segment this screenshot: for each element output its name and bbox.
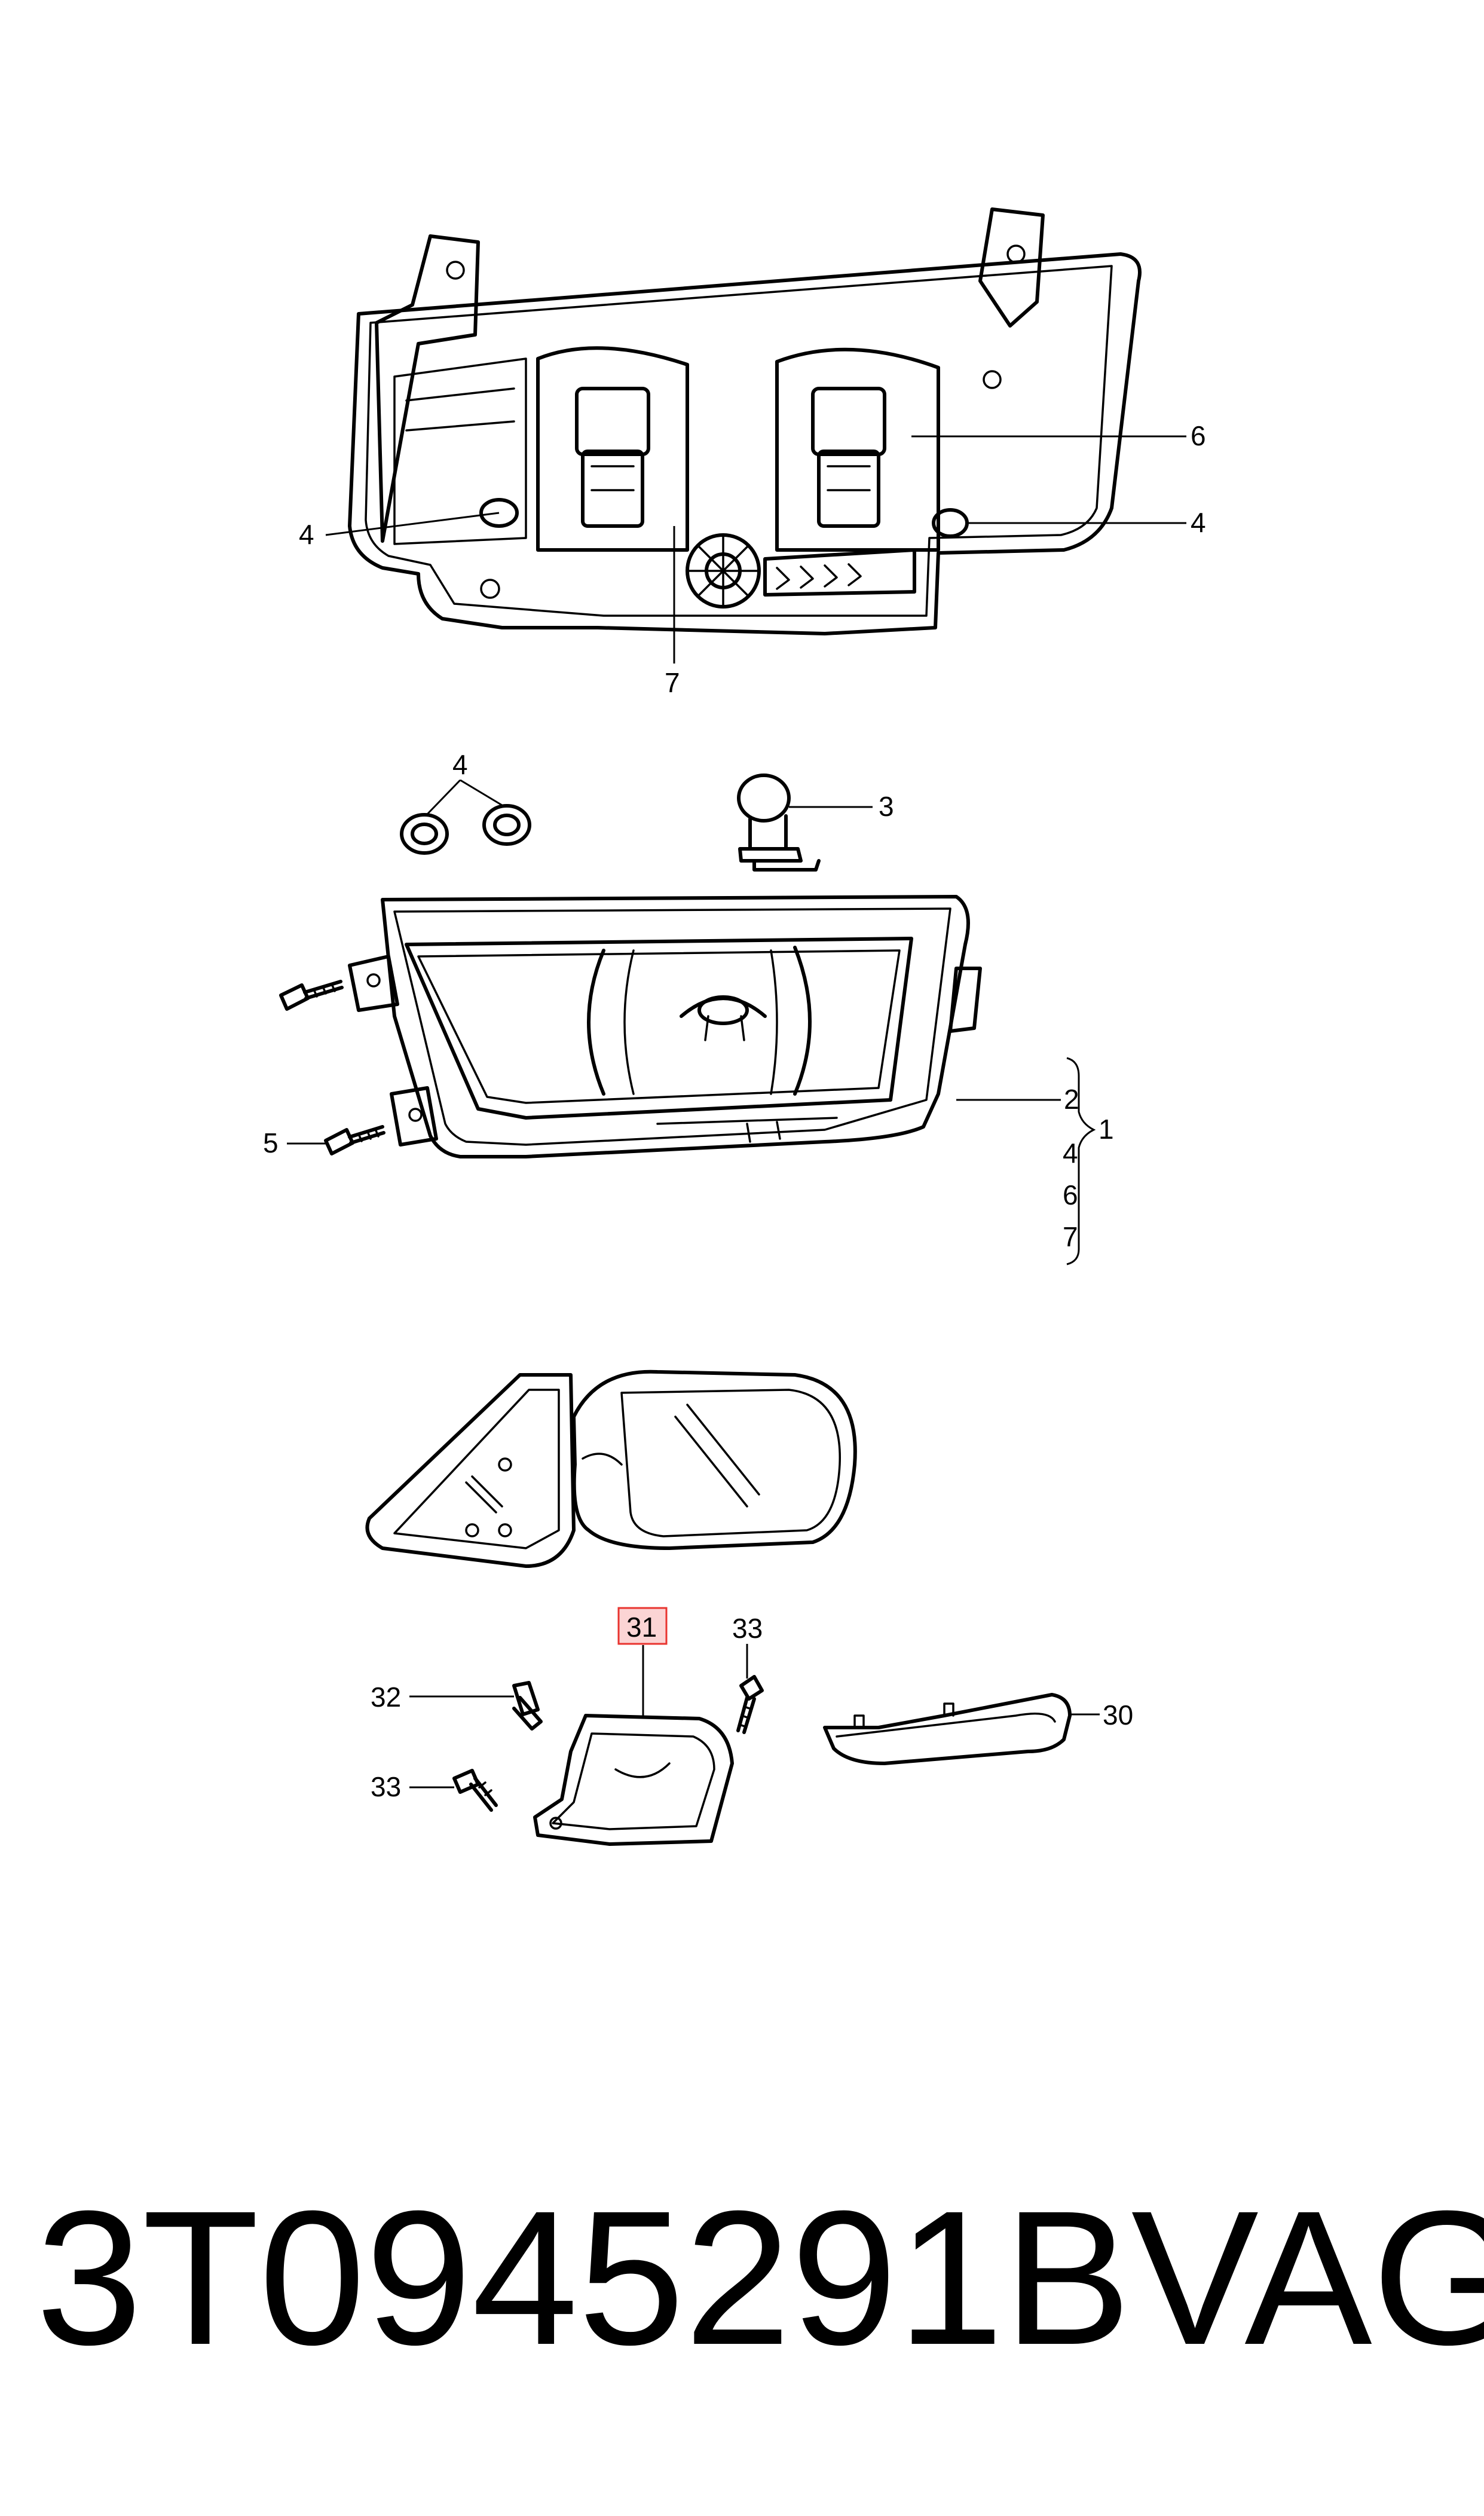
callout-2-fog: 2 — [1064, 1084, 1079, 1115]
callout-32: 32 — [371, 1682, 401, 1713]
callout-7-fog: 7 — [1063, 1221, 1078, 1252]
callout-6-headlight: 6 — [1191, 420, 1206, 451]
brand-name: VAG — [1131, 2170, 1484, 2384]
callout-1-fog: 1 — [1099, 1114, 1114, 1145]
callout-3-bulb: 3 — [879, 791, 894, 822]
callout-6-fog: 6 — [1063, 1179, 1078, 1210]
callout-4-headlight-right: 4 — [1191, 507, 1206, 538]
screw-top — [279, 980, 344, 1011]
clip-32 — [512, 1681, 543, 1731]
headlight-housing — [348, 207, 1142, 635]
bulb-h11 — [737, 774, 821, 872]
mirror-housing — [365, 1369, 857, 1568]
fog-light-assembly — [348, 895, 982, 1158]
callout-4-seals: 4 — [452, 749, 468, 780]
screw-33-top — [736, 1675, 764, 1734]
seal-rings — [400, 804, 531, 855]
callout-33-left: 33 — [371, 1771, 401, 1802]
callout-5-screw: 5 — [263, 1127, 279, 1158]
trim-strip-30 — [823, 1693, 1072, 1765]
callout-7-headlight: 7 — [665, 667, 680, 698]
part-number: 3T0945291B — [36, 2170, 1131, 2384]
callout-4-headlight-left: 4 — [299, 519, 314, 550]
callout-30: 30 — [1103, 1699, 1133, 1731]
mirror-base-cover-31 — [533, 1714, 734, 1846]
screw-33-left — [452, 1769, 498, 1812]
callout-labels: 6 4 4 7 4 3 2 1 4 6 7 5 31 33 32 33 30 — [263, 420, 1206, 1802]
screw-5 — [324, 1125, 385, 1155]
callout-33-top: 33 — [732, 1613, 763, 1644]
leader-lines — [287, 435, 1186, 1789]
callout-31-mirror: 31 — [626, 1612, 657, 1643]
part-number-footer: 3T0945291B VAG — [36, 2170, 1484, 2384]
callout-4-fog: 4 — [1063, 1138, 1078, 1169]
highlight-box-31 — [617, 1607, 668, 1645]
